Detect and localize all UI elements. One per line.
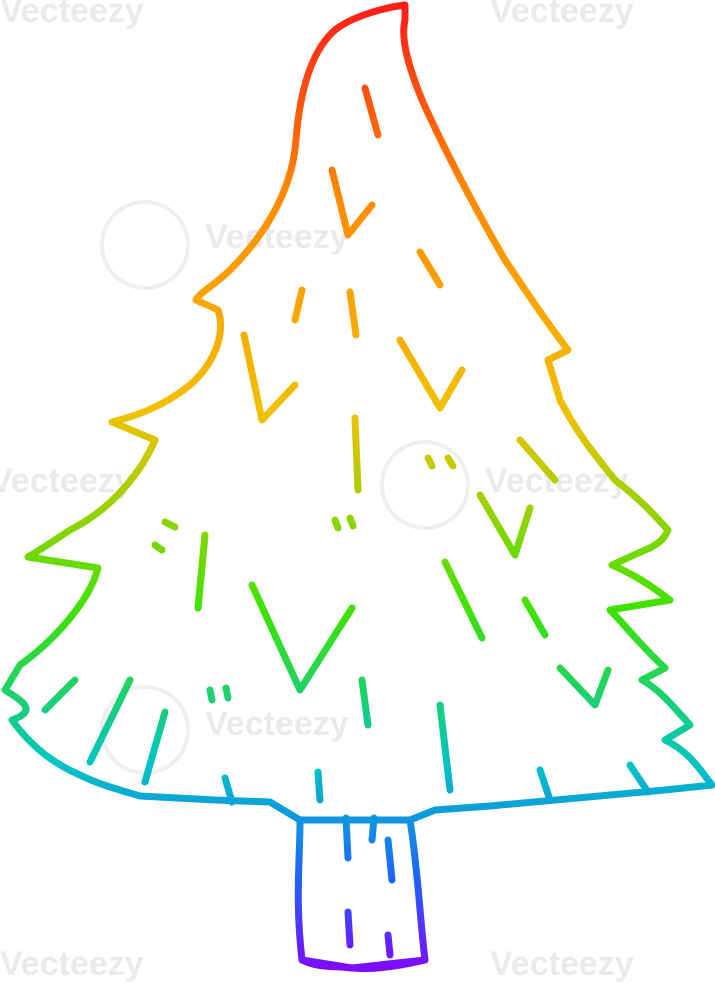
watermark-text: Vecteezy (205, 705, 349, 743)
needle-mark (161, 518, 179, 531)
needle-mark (331, 516, 342, 532)
watermark-logo-icon (380, 440, 470, 530)
needle-mark (358, 676, 372, 729)
needle-mark (416, 248, 444, 289)
needle-mark (194, 531, 209, 612)
needle-mark (436, 701, 454, 794)
needle-mark (314, 768, 324, 804)
needle-mark (346, 288, 360, 339)
tree-trunk (294, 816, 429, 972)
needle-mark (206, 686, 216, 704)
needle-mark (361, 84, 382, 139)
watermark-text: Vecteezy (0, 462, 134, 500)
watermark-text: Vecteezy (490, 0, 634, 30)
needle-mark (536, 766, 554, 804)
needle-mark (86, 676, 134, 766)
needle-mark (396, 336, 466, 412)
needle-mark (41, 676, 79, 714)
trunk-grain-line (368, 814, 378, 844)
needle-mark (346, 514, 357, 530)
needle-mark (141, 708, 169, 786)
needle-mark (556, 664, 612, 709)
trunk-grain-line (384, 836, 396, 884)
trunk-grain-line (344, 908, 354, 949)
needle-mark (516, 436, 559, 484)
needle-mark (351, 414, 362, 494)
watermark-text: Vecteezy (490, 945, 634, 983)
needle-mark (221, 774, 236, 806)
needle-mark (441, 558, 486, 642)
needle-mark (626, 761, 652, 796)
needle-mark (240, 331, 299, 424)
watermark-logo-icon (100, 200, 190, 290)
needle-mark (291, 286, 306, 324)
watermark-text: Vecteezy (0, 945, 144, 983)
trunk-grain-line (384, 931, 394, 959)
needle-mark (151, 541, 166, 554)
trunk-base (298, 956, 429, 972)
needle-mark (521, 596, 549, 639)
needle-mark (222, 684, 232, 702)
needle-mark (444, 454, 457, 470)
watermark-text: Vecteezy (0, 0, 144, 30)
tree-canopy-outline (1, 1, 715, 824)
trunk-grain-line (342, 814, 352, 862)
needle-mark (476, 491, 534, 559)
watermark-text: Vecteezy (205, 218, 349, 256)
needle-mark (248, 581, 356, 694)
needle-mark (328, 166, 376, 239)
needle-mark (424, 454, 436, 470)
